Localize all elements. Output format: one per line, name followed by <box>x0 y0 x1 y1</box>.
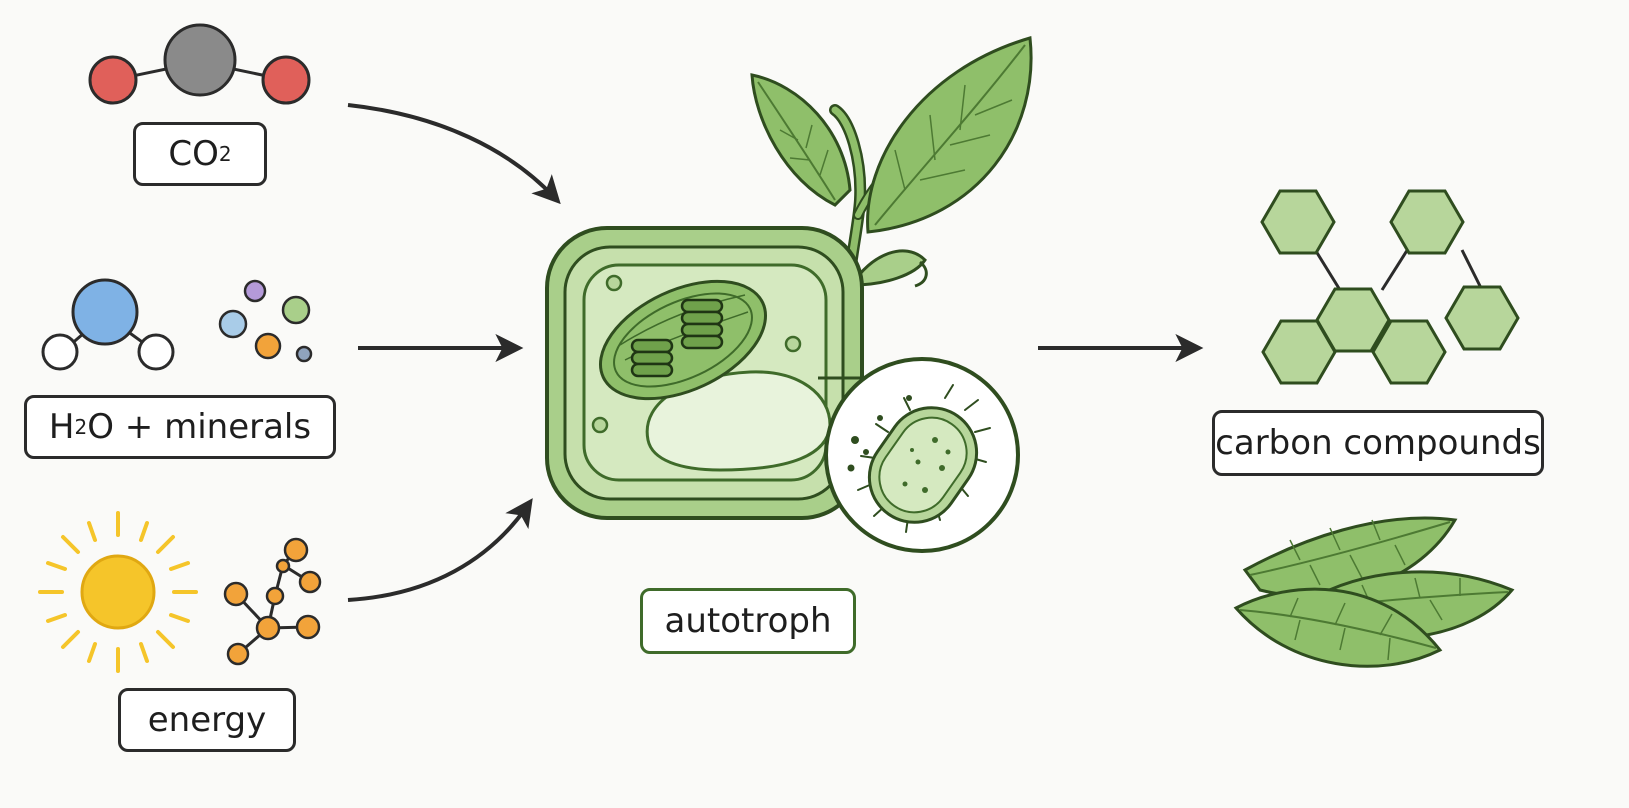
carbon-compounds-label: carbon compounds <box>1212 410 1544 476</box>
co2-label-main: CO <box>168 134 219 174</box>
co2-molecule-icon <box>88 23 311 105</box>
sun-icon <box>38 511 198 673</box>
leaves-icon <box>1233 516 1515 668</box>
water-label-suffix: O + minerals <box>87 407 312 447</box>
chloroplast-icon <box>598 279 768 401</box>
plant-sprout-icon <box>750 36 1033 351</box>
carbon-compounds-hexagon-icon <box>1260 189 1520 385</box>
energy-label-text: energy <box>147 700 267 740</box>
plant-cell-icon <box>545 226 864 520</box>
autotroph-label-text: autotroph <box>664 601 832 641</box>
co2-arrow <box>347 103 561 205</box>
energy-arrow <box>347 498 533 602</box>
bacterium-magnifier-icon <box>818 357 1020 553</box>
water-molecule-icon <box>41 278 175 371</box>
energy-label: energy <box>118 688 296 752</box>
autotroph-label: autotroph <box>640 588 856 654</box>
energy-molecule-icon <box>223 537 322 666</box>
minerals-icon <box>218 279 313 363</box>
carbon-compounds-label-text: carbon compounds <box>1215 423 1541 463</box>
water-label-main: H <box>48 407 75 447</box>
